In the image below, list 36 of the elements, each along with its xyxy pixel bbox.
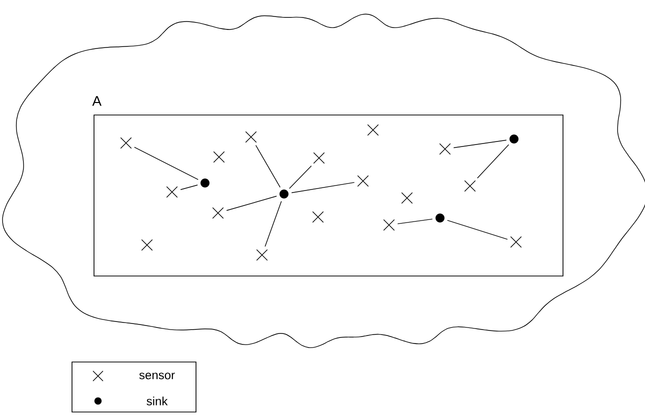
legend-label: sensor <box>139 372 175 380</box>
link-line <box>397 218 433 224</box>
sensor-cross <box>214 152 224 162</box>
region-box: A <box>92 96 564 276</box>
link-line <box>291 182 355 194</box>
sensor-cross <box>142 240 152 250</box>
link-line <box>453 140 507 148</box>
sensor-cross <box>246 132 256 142</box>
link-line <box>447 220 508 240</box>
sensor-cross <box>402 192 412 204</box>
link-line <box>264 200 282 247</box>
sensor-cross <box>312 212 324 222</box>
sink-dot <box>200 178 210 188</box>
legend-label: sink <box>146 396 168 406</box>
node-label: A <box>92 96 102 106</box>
sink-dot <box>510 134 518 144</box>
sensor-cross <box>120 138 132 148</box>
sensor-cross <box>212 208 224 218</box>
sensor-cross <box>510 236 522 248</box>
link-line <box>477 144 510 178</box>
link-line <box>134 146 198 180</box>
link-line <box>289 166 312 189</box>
sink-dot <box>280 190 288 198</box>
sensor-cross <box>368 124 378 136</box>
sink-dot <box>436 214 444 222</box>
link-line <box>226 196 277 211</box>
sensor-cross <box>440 144 450 154</box>
sensor-cross <box>358 176 368 186</box>
link-line <box>180 184 198 190</box>
sensor-cross <box>166 186 178 198</box>
sensor-cross <box>464 180 476 192</box>
sensor-cross <box>384 220 394 230</box>
sensor-cross <box>256 250 268 260</box>
cloud-outline <box>2 14 645 348</box>
link-line <box>255 144 280 188</box>
sensor-cross <box>314 152 324 164</box>
